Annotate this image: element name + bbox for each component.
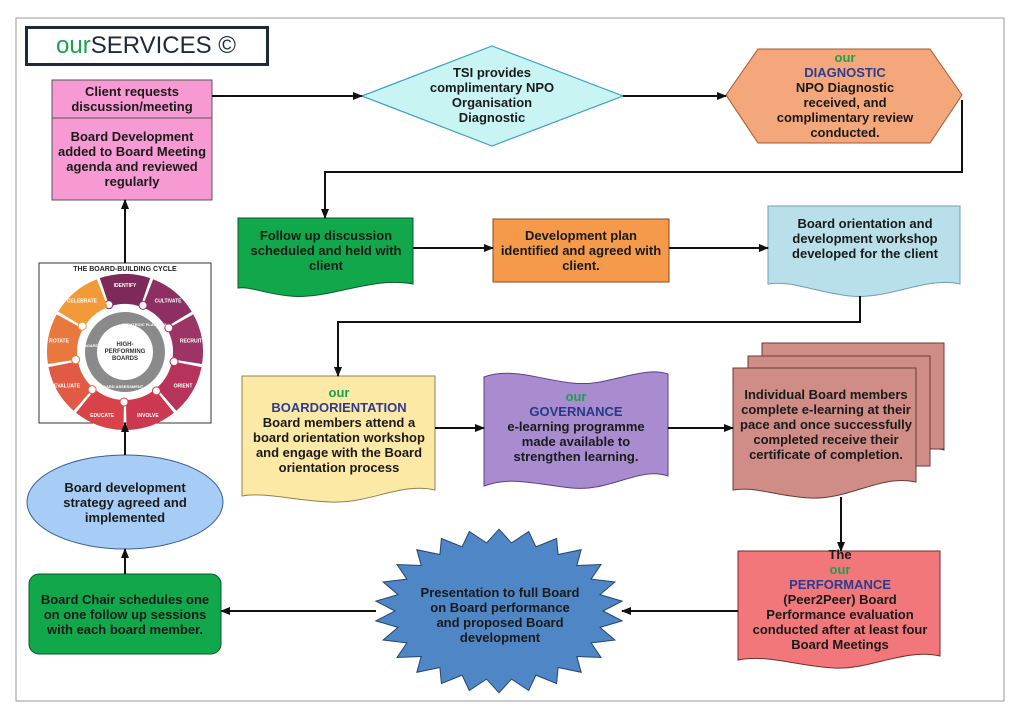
strategy-label: Board development strategy agreed and im… xyxy=(58,464,192,540)
cycle-stage-label: EVALUATE xyxy=(54,384,81,390)
orientation-workshop-document xyxy=(767,205,961,297)
orientation-workshop-text: Board orientation and development worksh… xyxy=(792,215,938,261)
cycle-stage-icon xyxy=(77,321,87,331)
orientation-workshop-label: Board orientation and development worksh… xyxy=(776,210,954,266)
page-border xyxy=(15,17,1005,702)
performance-document xyxy=(737,550,941,669)
dev-plan-text: Development plan identified and agreed w… xyxy=(500,227,662,273)
cycle-hub xyxy=(97,324,153,380)
cycle-stage-label: ROTATE xyxy=(49,338,69,344)
tsi-label: TSI provides complimentary NPO Organisat… xyxy=(420,62,564,128)
cycle-segment-orient xyxy=(156,361,202,411)
strategy-text: Board development strategy agreed and im… xyxy=(63,479,187,525)
governance-tape xyxy=(483,371,669,489)
arrow-workshop-to-orientation xyxy=(334,296,861,377)
follow-up-label: Follow up discussion scheduled and held … xyxy=(244,224,408,276)
diagnostic-name: DIAGNOSTIC xyxy=(804,65,886,80)
board-building-cycle: IDENTIFY CULTIVATE RECRUIT ORIENT INVOLVE EDU… xyxy=(47,274,203,430)
arrow-diagnostic-to-followup xyxy=(321,100,963,219)
dev-plan-label: Development plan identified and agreed w… xyxy=(500,222,662,278)
cycle-stage-icon xyxy=(164,323,174,333)
board-orientation-name: BOARDORIENTATION xyxy=(271,400,407,415)
diagnostic-prefix: our xyxy=(834,50,856,65)
governance-text: e-learning programme made available to s… xyxy=(507,418,645,464)
cycle-title: THE BOARD-BUILDING CYCLE xyxy=(73,266,177,273)
tsi-diamond xyxy=(360,45,625,147)
cycle-center-label: HIGH- xyxy=(117,342,134,348)
cycle-stage-icon xyxy=(119,397,129,407)
cycle-inner-label: STRATEGIC PLANNING xyxy=(122,322,167,327)
cycle-segment-cultivate xyxy=(142,279,192,328)
cycle-center-label: PERFORMING xyxy=(105,349,146,355)
performance-prefix: our xyxy=(829,561,851,577)
cycle-stage-label: IDENTIFY xyxy=(114,283,137,289)
cycle-stage-icon xyxy=(87,385,97,395)
governance-name: GOVERNANCE xyxy=(529,403,623,419)
cycle-stage-label: RECRUIT xyxy=(180,338,202,344)
chair-sessions-label: Board Chair schedules one on one follow … xyxy=(34,578,216,650)
chair-sessions-text: Board Chair schedules one on one follow … xyxy=(40,591,210,637)
follow-up-text: Follow up discussion scheduled and held … xyxy=(250,227,402,273)
board-orientation-text: Board members attend a board orientation… xyxy=(253,415,425,475)
individual-label: Individual Board members complete e-lear… xyxy=(740,372,912,476)
board-orientation-prefix: our xyxy=(328,385,350,400)
cycle-stage-label: CULTIVATE xyxy=(155,299,183,305)
board-dev-agenda-text: Board Development added to Board Meeting… xyxy=(57,129,207,189)
cycle-stage-label: ORIENT xyxy=(174,384,193,390)
title-prefix: our xyxy=(56,32,91,59)
presentation-text: Presentation to full Board on Board perf… xyxy=(420,585,580,645)
cycle-stage-label: EDUCATE xyxy=(90,413,114,419)
cycle-inner-label: ONBOARDING xyxy=(78,343,106,348)
governance-prefix: our xyxy=(565,388,587,404)
individual-doc-front xyxy=(732,367,917,499)
client-request-text: Client requests discussion/meeting xyxy=(71,84,193,114)
cycle-stage-icon xyxy=(151,386,161,396)
board-orientation-document xyxy=(241,375,436,503)
cycle-center-label: BOARDS xyxy=(112,356,138,362)
cycle-inner-label: BOARD ASSESSMENT xyxy=(100,384,144,389)
dev-plan-shape xyxy=(492,218,670,283)
cycle-segment-recruit xyxy=(167,314,203,365)
cycle-stage-icon xyxy=(71,355,81,365)
board-dev-agenda-shape xyxy=(51,117,213,201)
presentation-starburst xyxy=(374,528,624,694)
cycle-segment-evaluate xyxy=(48,361,94,411)
cycle-stage-label: CELEBRATE xyxy=(67,299,98,305)
tsi-text: TSI provides complimentary NPO Organisat… xyxy=(429,65,555,125)
performance-name: PERFORMANCE xyxy=(789,576,891,592)
diagnostic-text: NPO Diagnostic received, and complimenta… xyxy=(776,80,914,140)
cycle-segment-identify xyxy=(99,274,151,307)
performance-pre: The xyxy=(828,546,852,562)
cycle-stage-label: INVOLVE xyxy=(137,413,159,419)
cycle-segment-rotate xyxy=(47,314,83,365)
board-dev-agenda-label: Board Development added to Board Meeting… xyxy=(56,120,208,198)
performance-text: (Peer2Peer) Board Performance evaluation… xyxy=(752,591,928,652)
cycle-segment-celebrate xyxy=(58,279,108,328)
client-request-label: Client requests discussion/meeting xyxy=(52,80,212,118)
cycle-stage-icon xyxy=(138,300,148,310)
cycle-stage-icon xyxy=(169,357,179,367)
follow-up-document xyxy=(237,217,414,297)
title-main: SERVICES © xyxy=(90,32,236,59)
cycle-segment-involve xyxy=(125,389,174,430)
individual-text: Individual Board members complete e-lear… xyxy=(740,386,912,462)
cycle-segment-educate xyxy=(76,389,125,430)
presentation-label: Presentation to full Board on Board perf… xyxy=(420,572,580,658)
